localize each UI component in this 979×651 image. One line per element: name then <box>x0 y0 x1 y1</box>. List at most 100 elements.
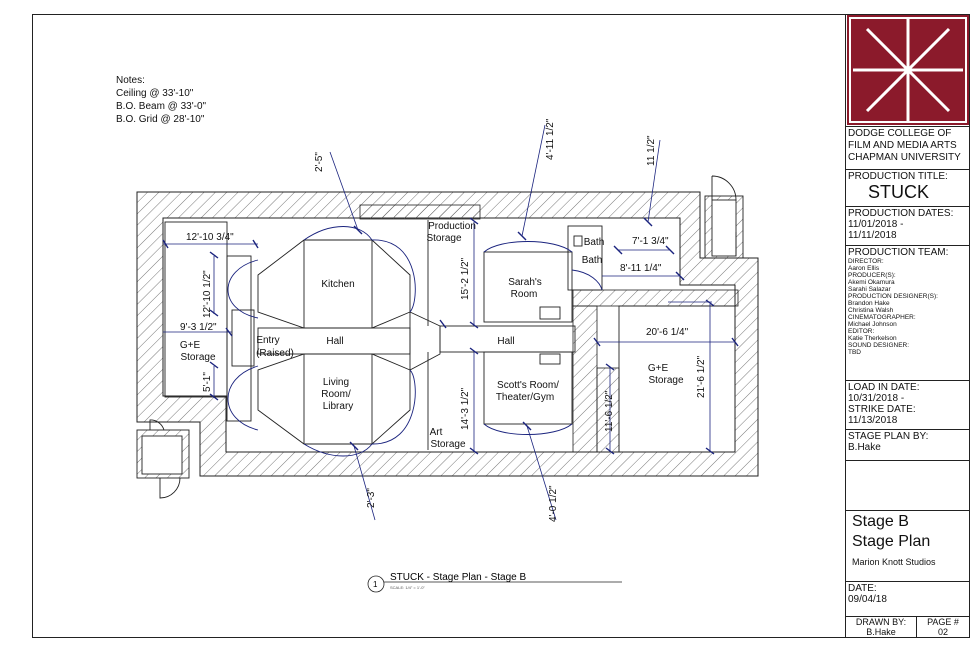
team-role-editor: EDITOR: <box>848 328 875 335</box>
label-library: Library <box>323 401 354 412</box>
sheet-name-box: Stage B Stage Plan Marion Knott Studios <box>846 510 970 580</box>
label-ge-right-storage: Storage <box>648 375 683 386</box>
dim-2-5: 2'-5" <box>314 152 325 172</box>
sheet-name-line-2: Stage Plan <box>852 533 931 550</box>
dim-15-2-1-2: 15'-2 1/2" <box>460 257 471 300</box>
label-scotts: Scott's Room/ <box>497 380 559 391</box>
load-in-label: LOAD IN DATE: <box>848 382 920 393</box>
label-kitchen: Kitchen <box>321 279 354 290</box>
dim-12-10-3-4: 12'-10 3/4" <box>186 232 234 243</box>
dim-5-1: 5'-1" <box>202 372 213 392</box>
right-storage-area <box>618 305 736 453</box>
drawing-title-text: STUCK - Stage Plan - Stage B <box>390 572 527 583</box>
title-block: DODGE COLLEGE OF FILM AND MEDIA ARTS CHA… <box>845 14 970 638</box>
dimension-labels: 2'-5" 4'-11 1/2" 11 1/2" 12'-10 3/4" 12'… <box>180 118 707 522</box>
production-title-box: PRODUCTION TITLE: STUCK <box>846 169 970 205</box>
page-label: PAGE # <box>927 617 959 627</box>
strike-label: STRIKE DATE: <box>848 404 916 415</box>
production-dates-label: PRODUCTION DATES: <box>848 208 954 219</box>
dimension-lines <box>163 124 735 521</box>
team-role-director: DIRECTOR: <box>848 258 884 265</box>
label-hall-left: Hall <box>326 336 343 347</box>
team-designer-1: Brandon Hake <box>848 300 890 307</box>
label-hall-right: Hall <box>497 336 514 347</box>
dim-11-1-2: 11 1/2" <box>646 135 657 166</box>
team-designer-2: Christina Walsh <box>848 307 894 314</box>
note-beam: B.O. Beam @ 33'-0" <box>116 101 207 112</box>
label-bath-2: Bath <box>582 255 603 266</box>
exterior-doors <box>136 175 744 499</box>
label-production: Production <box>428 221 476 232</box>
school-line-1: DODGE COLLEGE OF <box>848 128 952 139</box>
label-living-room: Room/ <box>321 389 351 400</box>
drawn-by-name: B.Hake <box>866 627 896 637</box>
plan-by-label: STAGE PLAN BY: <box>848 431 929 442</box>
notes-heading: Notes: <box>116 75 145 86</box>
plan-by-name: B.Hake <box>848 442 881 453</box>
college-logo-icon <box>847 15 969 125</box>
team-sound-name: TBD <box>848 349 861 356</box>
dim-2-3: 2'-3" <box>366 488 377 508</box>
drawing-scale: SCALE: 1/4" = 1'-0" <box>390 585 425 590</box>
note-grid: B.O. Grid @ 28'-10" <box>116 114 205 125</box>
production-date-start: 11/01/2018 - <box>848 219 904 230</box>
drawing-sheet-border <box>32 14 970 638</box>
date-value: 09/04/18 <box>848 594 887 605</box>
strike-date: 11/13/2018 <box>848 415 898 426</box>
label-production-storage: Storage <box>426 233 461 244</box>
production-title-label: PRODUCTION TITLE: <box>848 171 948 182</box>
production-date-end: 11/11/2018 <box>848 230 897 241</box>
notes: Notes: Ceiling @ 33'-10" B.O. Beam @ 33'… <box>116 74 206 126</box>
dim-12-10-1-2: 12'-10 1/2" <box>202 270 213 318</box>
team-producer-2: Sarahi Salazar <box>848 286 891 293</box>
kitchen-living-set <box>227 226 441 457</box>
date-label: DATE: <box>848 583 877 594</box>
label-ge-left-storage: Storage <box>180 352 215 363</box>
production-dates-box: PRODUCTION DATES: 11/01/2018 - 11/11/201… <box>846 206 970 244</box>
label-art-storage: Storage <box>430 439 465 450</box>
label-sarahs: Sarah's <box>508 277 542 288</box>
dimension-ticks <box>162 217 739 455</box>
dim-9-3-1-2: 9'-3 1/2" <box>180 322 217 333</box>
team-producer-1: Akemi Okamura <box>848 279 895 286</box>
load-in-box: LOAD IN DATE: 10/31/2018 - STRIKE DATE: … <box>846 380 970 428</box>
sheet-name-line-1: Stage B <box>852 513 909 530</box>
production-team-label: PRODUCTION TEAM: <box>848 247 949 258</box>
blank-box <box>846 460 970 510</box>
drawing-title: 1 STUCK - Stage Plan - Stage B SCALE: 1/… <box>367 572 622 593</box>
drawn-by-cell: DRAWN BY: B.Hake <box>846 617 917 638</box>
production-title: STUCK <box>868 182 930 202</box>
load-in-date: 10/31/2018 - <box>848 393 905 404</box>
dim-14-3-1-2: 14'-3 1/2" <box>460 387 471 430</box>
note-ceiling: Ceiling @ 33'-10" <box>116 88 194 99</box>
team-role-designers: PRODUCTION DESIGNER(S): <box>848 293 938 300</box>
label-ge-right: G+E <box>648 363 669 374</box>
room-labels: Kitchen Hall Entry (Raised) Living Room/… <box>180 221 684 450</box>
team-cinematographer-name: Michael Johnson <box>848 321 897 328</box>
drawn-by-label: DRAWN BY: <box>855 617 907 627</box>
page-number-cell: PAGE # 02 <box>917 617 969 638</box>
team-director-name: Aaron Ellis <box>848 265 880 272</box>
label-entry-raised: (Raised) <box>256 348 294 359</box>
label-ge-left: G+E <box>180 340 201 351</box>
team-role-sound: SOUND DESIGNER: <box>848 342 910 349</box>
school-line-2: FILM AND MEDIA ARTS <box>848 140 957 151</box>
dim-11-6-1-2: 11'-6 1/2" <box>604 390 615 432</box>
label-theater-gym: Theater/Gym <box>496 392 554 403</box>
dim-7-1-3-4: 7'-1 3/4" <box>632 236 669 247</box>
production-team-box: PRODUCTION TEAM: DIRECTOR: Aaron Ellis P… <box>846 245 970 379</box>
date-box: DATE: 09/04/18 <box>846 581 970 615</box>
team-role-producers: PRODUCER(S): <box>848 272 896 279</box>
label-entry: Entry <box>256 335 279 346</box>
center-rooms <box>427 220 603 450</box>
dim-8-11-1-4: 8'-11 1/4" <box>620 263 662 274</box>
school-name: DODGE COLLEGE OF FILM AND MEDIA ARTS CHA… <box>846 126 970 168</box>
page-number: 02 <box>937 627 948 637</box>
stage-plan-by-box: STAGE PLAN BY: B.Hake <box>846 429 970 459</box>
team-editor-name: Katie Therkelson <box>848 335 897 342</box>
drawing-number: 1 <box>373 580 378 589</box>
label-bath-1: Bath <box>584 237 605 248</box>
drawn-by-page-box: DRAWN BY: B.Hake PAGE # 02 <box>846 616 970 638</box>
dim-4-0-1-2: 4'-0 1/2" <box>548 485 559 522</box>
